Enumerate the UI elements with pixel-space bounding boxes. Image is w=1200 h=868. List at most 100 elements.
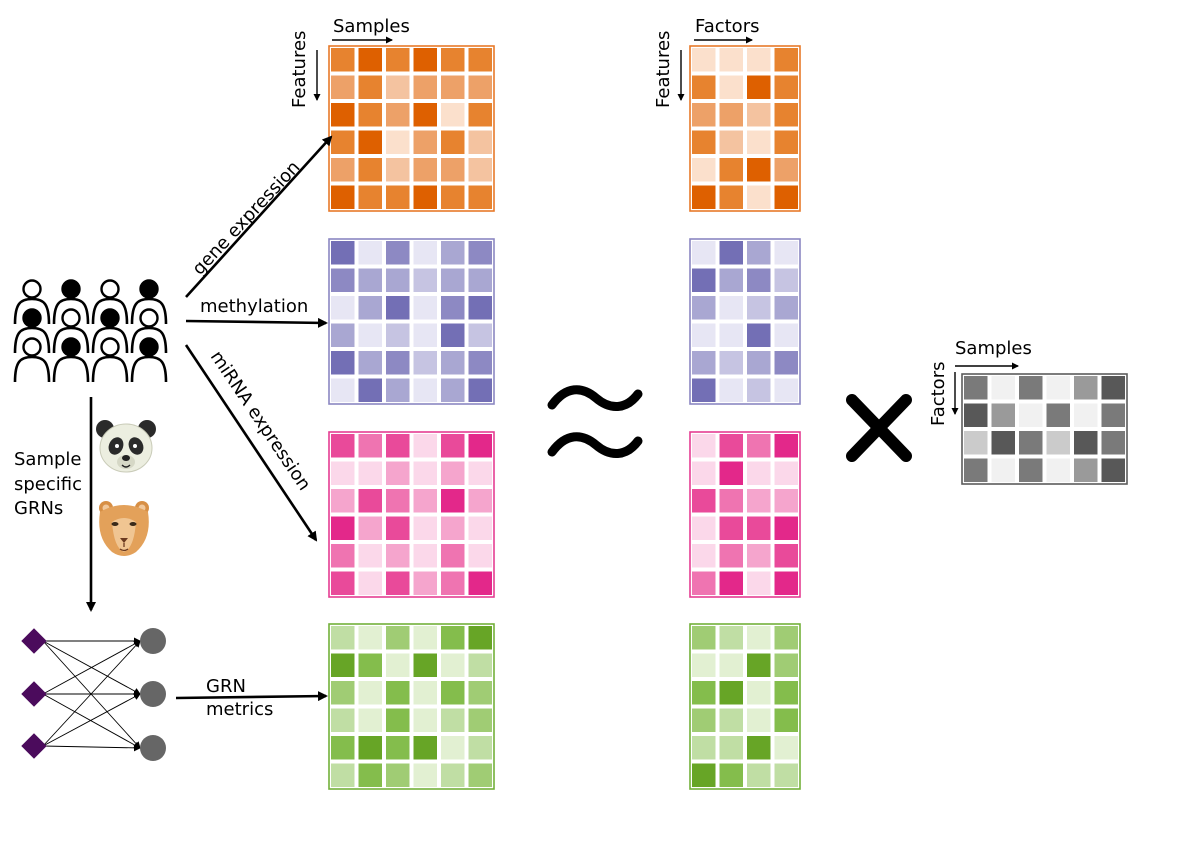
matrix-cell — [773, 625, 799, 651]
network-edge — [42, 640, 141, 749]
matrix-cell — [467, 267, 493, 293]
matrix-cell — [746, 680, 772, 706]
matrix-cell — [385, 488, 411, 514]
matrix-cell — [440, 488, 466, 514]
matrix-cell — [990, 375, 1016, 401]
matrix-cell — [1073, 430, 1099, 456]
methylation-label: methylation — [200, 296, 308, 317]
matrix-cell — [467, 680, 493, 706]
matrix-cell — [1018, 457, 1044, 483]
lioness-icon — [99, 501, 149, 556]
matrix-cell — [773, 762, 799, 788]
matrix-cell — [1100, 375, 1126, 401]
matrix-cell — [357, 322, 383, 348]
matrix-cell — [440, 322, 466, 348]
matrix-cell — [357, 157, 383, 183]
matrix-cell — [1045, 402, 1071, 428]
matrix-cell — [330, 625, 356, 651]
matrix-cell — [412, 377, 438, 403]
factors-axis-label-right: Factors — [928, 362, 949, 426]
matrix-cell — [412, 735, 438, 761]
person-body — [130, 355, 168, 383]
matrix-cell — [718, 652, 744, 678]
gene-node — [140, 681, 166, 707]
grn-metrics-data-matrix — [328, 623, 495, 790]
matrix-cell — [440, 570, 466, 596]
matrix-cell — [357, 129, 383, 155]
person-body — [52, 355, 90, 383]
matrix-cell — [385, 295, 411, 321]
matrix-cell — [467, 515, 493, 541]
matrix-cell — [746, 652, 772, 678]
matrix-cell — [357, 240, 383, 266]
matrix-cell — [691, 322, 717, 348]
matrix-cell — [357, 433, 383, 459]
person-body — [13, 297, 51, 325]
matrix-cell — [385, 47, 411, 73]
person-head — [61, 279, 81, 299]
features-axis-label-factors: Features — [653, 31, 674, 108]
matrix-cell — [691, 295, 717, 321]
matrix-cell — [773, 47, 799, 73]
person-body — [13, 326, 51, 354]
matrix-cell — [773, 322, 799, 348]
matrix-cell — [440, 433, 466, 459]
matrix-frame — [961, 373, 1128, 485]
network-edge — [42, 693, 141, 747]
matrix-cell — [746, 433, 772, 459]
sample-specific-grns-label-line3: GRNs — [14, 498, 63, 519]
matrix-cell — [691, 460, 717, 486]
matrix-cell — [773, 129, 799, 155]
matrix-cell — [357, 102, 383, 128]
matrix-cell — [412, 433, 438, 459]
matrix-cell — [718, 240, 744, 266]
matrix-cell — [357, 762, 383, 788]
matrix-cell — [691, 129, 717, 155]
matrix-cell — [330, 184, 356, 210]
matrix-cell — [718, 515, 744, 541]
arrow-to-methylation — [185, 317, 328, 328]
matrix-cell — [1018, 430, 1044, 456]
matrix-cell — [467, 240, 493, 266]
matrix-cell — [412, 129, 438, 155]
matrix-cell — [467, 460, 493, 486]
matrix-cell — [746, 295, 772, 321]
matrix-cell — [385, 570, 411, 596]
matrix-cell — [718, 184, 744, 210]
matrix-cell — [440, 47, 466, 73]
matrix-cell — [963, 402, 989, 428]
matrix-cell — [330, 102, 356, 128]
arrow-to-mirna-expression — [184, 344, 318, 542]
matrix-cell — [990, 402, 1016, 428]
matrix-cell — [773, 570, 799, 596]
matrix-cell — [1100, 402, 1126, 428]
matrix-cell — [440, 157, 466, 183]
matrix-cell — [718, 735, 744, 761]
matrix-cell — [691, 74, 717, 100]
matrix-cell — [412, 515, 438, 541]
samples-axis-label: Samples — [333, 16, 410, 37]
matrix-cell — [412, 157, 438, 183]
matrix-cell — [385, 735, 411, 761]
matrix-cell — [440, 735, 466, 761]
matrix-cell — [718, 350, 744, 376]
matrix-cell — [412, 102, 438, 128]
matrix-cell — [746, 350, 772, 376]
matrix-frame — [689, 238, 801, 405]
gene-expression-data-matrix — [328, 45, 495, 212]
person-head — [100, 279, 120, 299]
matrix-cell — [385, 377, 411, 403]
matrix-cell — [330, 157, 356, 183]
matrix-cell — [773, 350, 799, 376]
matrix-cell — [1073, 375, 1099, 401]
matrix-cell — [357, 735, 383, 761]
matrix-cell — [385, 652, 411, 678]
matrix-cell — [691, 762, 717, 788]
matrix-cell — [718, 625, 744, 651]
matrix-frame — [689, 431, 801, 598]
network-edge — [42, 744, 141, 752]
person-head — [22, 279, 42, 299]
matrix-cell — [467, 762, 493, 788]
matrix-cell — [746, 460, 772, 486]
matrix-cell — [691, 570, 717, 596]
